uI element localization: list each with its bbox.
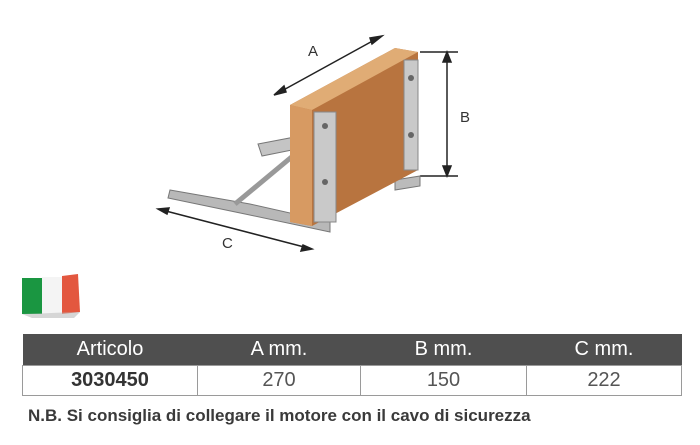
cell-articolo: 3030450 [22,365,198,396]
cell-b: 150 [360,365,527,396]
cell-a: 270 [197,365,361,396]
header-c: C mm. [526,334,682,366]
dimension-label-b: B [460,109,470,126]
dimension-c [155,207,315,252]
italian-flag-icon [22,274,80,318]
table-row: 3030450 270 150 222 [22,365,682,396]
header-b: B mm. [360,334,527,366]
dimension-b [420,49,458,179]
dimension-label-c: C [222,235,233,252]
dimension-label-a: A [308,43,318,60]
safety-note: N.B. Si consiglia di collegare il motore… [28,406,531,425]
table-header-row: Articolo A mm. B mm. C mm. [22,334,682,366]
dimension-a [273,34,385,96]
outboard-bracket-illustration: A B C [155,34,470,252]
wood-transom-block [290,48,419,226]
specs-table: Articolo A mm. B mm. C mm. 3030450 270 1… [22,334,682,396]
header-a: A mm. [197,334,361,366]
header-articolo: Articolo [22,334,198,366]
cell-c: 222 [526,365,682,396]
